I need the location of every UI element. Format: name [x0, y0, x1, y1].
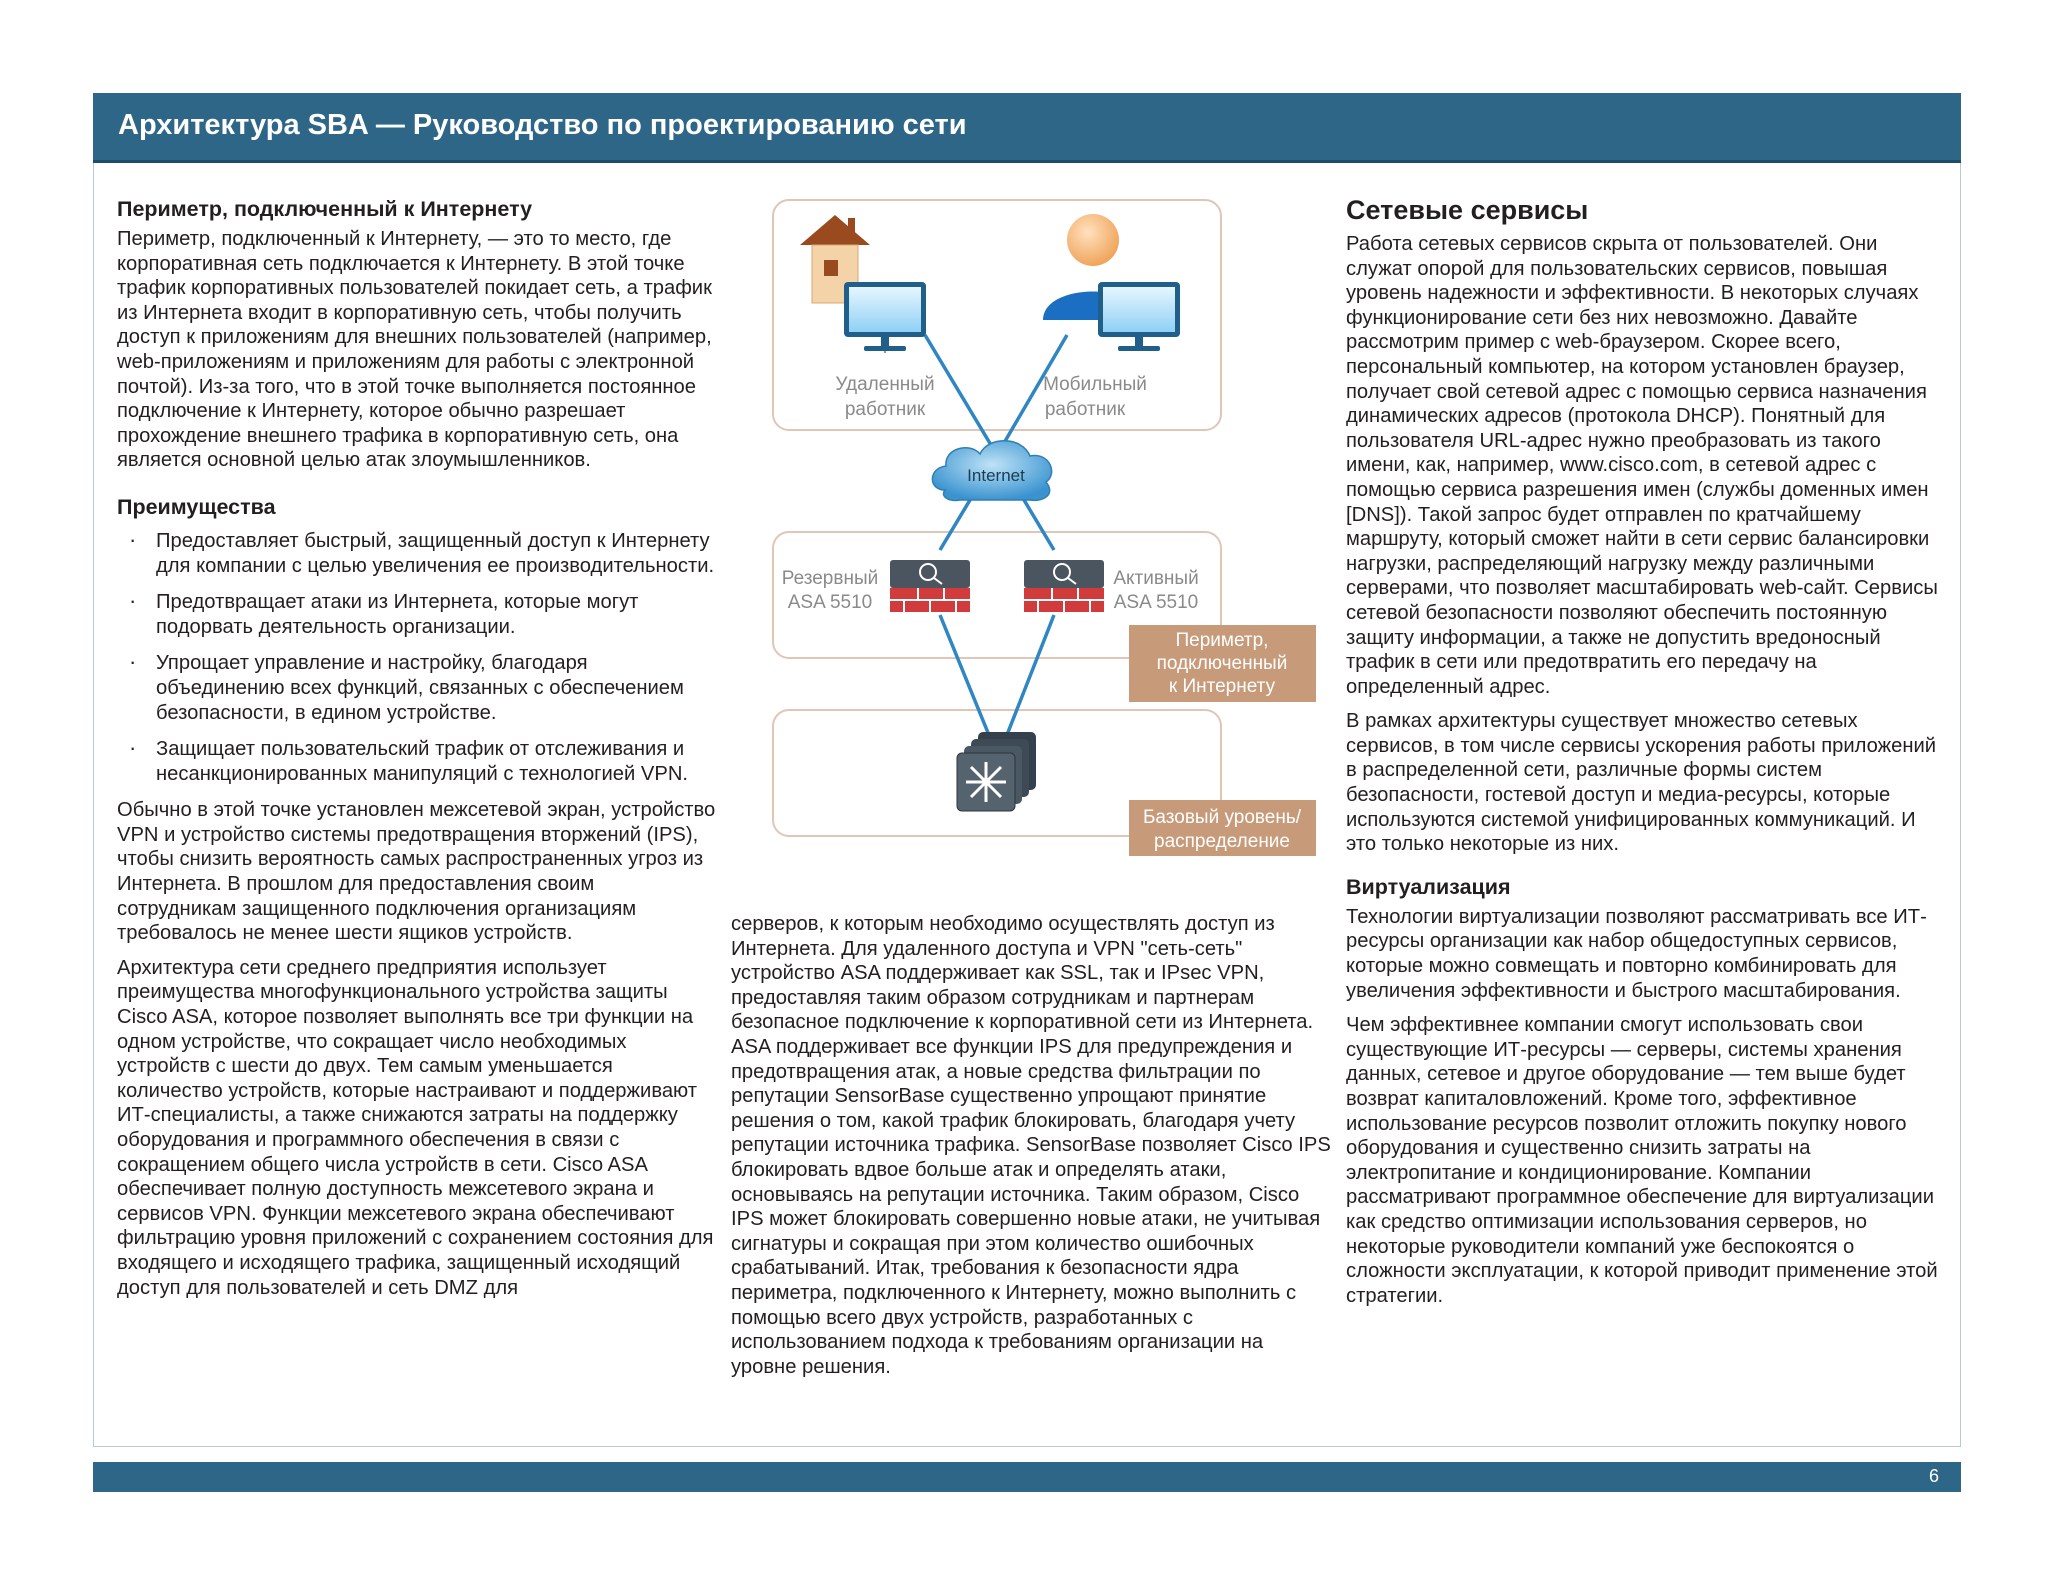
paragraph-asa-continued: серверов, к которым необходимо осуществл… — [731, 913, 1331, 1378]
backup-asa-label: ASA 5510 — [788, 592, 873, 613]
mobile-worker-label: Мобильный — [1043, 374, 1147, 395]
edge-zone-tag-text: Периметр, — [1176, 630, 1269, 651]
firewall-icon — [1024, 560, 1104, 612]
edge-zone-tag-text: к Интернету — [1169, 676, 1276, 697]
list-item: Предотвращает атаки из Интернета, которы… — [117, 589, 717, 639]
list-item: Защищает пользовательский трафик от отсл… — [117, 736, 717, 786]
paragraph-services-list: В рамках архитектуры существует множеств… — [1346, 710, 1937, 856]
list-item: Упрощает управление и настройку, благода… — [117, 650, 717, 725]
switch-stack-icon — [956, 732, 1036, 812]
paragraph-asa: Архитектура сети среднего предприятия ис… — [117, 956, 714, 1299]
paragraph-virtualization: Технологии виртуализации позволяют рассм… — [1346, 905, 1927, 1002]
core-zone-tag-text: Базовый уровень/ — [1143, 807, 1302, 828]
remote-worker-label: Удаленный — [835, 374, 934, 395]
internet-label: Internet — [967, 466, 1025, 485]
internet-cloud-icon — [931, 440, 1053, 502]
active-asa-label: Активный — [1113, 568, 1198, 589]
core-zone-tag-text: распределение — [1154, 831, 1290, 852]
paragraph-network-services: Работа сетевых сервисов скрыта от пользо… — [1346, 233, 1938, 698]
monitor-icon — [844, 282, 926, 353]
mobile-worker-label: работник — [1045, 399, 1126, 420]
heading-benefits: Преимущества — [117, 494, 276, 519]
heading-network-services: Сетевые сервисы — [1346, 195, 1589, 225]
column-right: Сетевые сервисы Работа сетевых сервисов … — [1346, 193, 1946, 1318]
core-zone-tag — [1129, 800, 1316, 856]
active-asa-label: ASA 5510 — [1114, 592, 1199, 613]
heading-internet-edge: Периметр, подключенный к Интернету — [117, 197, 533, 221]
header-bar: Архитектура SBA — Руководство по проекти… — [93, 93, 1961, 163]
edge-zone — [772, 531, 1222, 659]
monitor-icon — [1098, 282, 1180, 351]
edge-zone-tag-text: подключенный — [1157, 653, 1288, 674]
column-left: Периметр, подключенный к Интернету Перим… — [117, 195, 717, 1310]
footer-bar: 6 — [93, 1462, 1961, 1492]
network-diagram: Удаленный работник Мобильный работник In… — [772, 199, 1316, 856]
paragraph-firewall: Обычно в этой точке установлен межсетево… — [117, 799, 716, 945]
column-middle: серверов, к которым необходимо осуществл… — [731, 912, 1331, 1389]
list-item: Предоставляет быстрый, защищенный доступ… — [117, 528, 717, 578]
backup-asa-label: Резервный — [782, 568, 878, 589]
edge-zone-tag — [1129, 625, 1316, 702]
benefits-list: Предоставляет быстрый, защищенный доступ… — [117, 528, 717, 786]
paragraph-efficiency: Чем эффективнее компании смогут использо… — [1346, 1014, 1938, 1307]
remote-worker-label: работник — [845, 399, 926, 420]
document-title: Архитектура SBA — Руководство по проекти… — [118, 109, 967, 141]
page-number: 6 — [1928, 1466, 1939, 1486]
paragraph-intro: Периметр, подключенный к Интернету, — эт… — [117, 228, 712, 472]
heading-virtualization: Виртуализация — [1346, 874, 1511, 899]
firewall-icon — [890, 560, 970, 612]
